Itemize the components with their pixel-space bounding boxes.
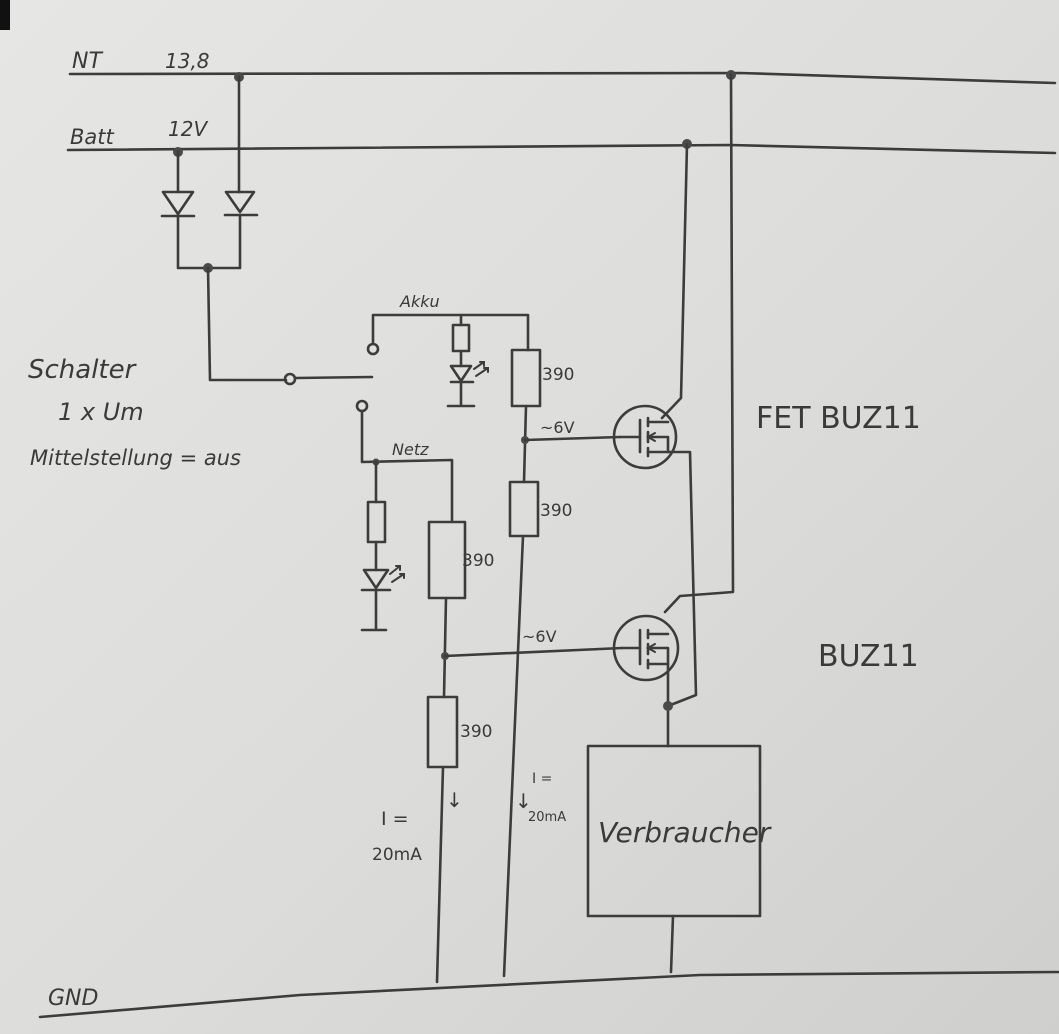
switch-feed-wire <box>206 266 288 382</box>
current-left-arrow: ↓ <box>446 788 463 812</box>
nt-rail-label: NT <box>72 49 103 74</box>
nt-rail-line <box>68 71 1057 85</box>
fet-upper-drain-wire <box>660 142 689 420</box>
load-label: Verbraucher <box>598 816 772 849</box>
akku-led-ground <box>446 380 476 408</box>
netz-wire <box>360 409 454 522</box>
fet-lower-drain-wire <box>663 73 735 614</box>
resistor-netz-bottom-label: 390 <box>460 722 492 742</box>
netz-label: Netz <box>392 440 429 459</box>
gnd-rail-line <box>38 970 1059 1019</box>
fet-upper-icon <box>612 404 678 470</box>
lower-gate-voltage-label: ~6V <box>522 627 557 646</box>
upper-gate-voltage-label: ~6V <box>540 418 575 437</box>
fet-lower-icon <box>612 614 680 682</box>
resistor-akku-bottom-label: 390 <box>540 501 572 521</box>
akku-wire <box>371 313 530 352</box>
netz-return-wire <box>435 765 445 984</box>
akku-return-wire <box>502 534 525 978</box>
batt-rail-label: Batt <box>70 125 115 149</box>
current-left-value: 20mA <box>372 845 422 865</box>
batt-voltage-label: 12V <box>168 117 208 141</box>
dark-corner <box>0 0 10 30</box>
switch-label-line1: Schalter <box>28 355 138 385</box>
current-left-symbol: I = <box>381 808 409 830</box>
current-right-symbol: I = <box>532 771 552 787</box>
current-right-value: 20mA <box>528 810 566 825</box>
nt-voltage-label: 13,8 <box>165 49 210 73</box>
akku-label: Akku <box>399 292 440 311</box>
netz-divider-wire <box>442 596 448 699</box>
lower-gate-wire <box>443 646 624 658</box>
fet-lower-label: BUZ11 <box>818 639 919 674</box>
resistor-netz-top-label: 390 <box>462 551 494 571</box>
load-junction-dot <box>663 701 673 711</box>
upper-gate-wire <box>523 435 622 442</box>
current-right-arrow: ↓ <box>515 789 532 813</box>
fet-upper-source-wire <box>666 450 698 708</box>
load-ground-wire <box>669 914 675 974</box>
resistor-akku-top-label: 390 <box>542 365 574 385</box>
akku-led-icon <box>449 361 489 384</box>
netz-led-icon <box>360 565 405 592</box>
switch-label-line2: 1 x Um <box>58 398 144 426</box>
switch-lever <box>293 375 374 380</box>
gnd-rail-label: GND <box>48 986 98 1011</box>
switch-label-line3: Mittelstellung = aus <box>30 446 241 470</box>
fet-upper-label: FET BUZ11 <box>756 401 921 436</box>
netz-led-ground <box>360 588 388 632</box>
